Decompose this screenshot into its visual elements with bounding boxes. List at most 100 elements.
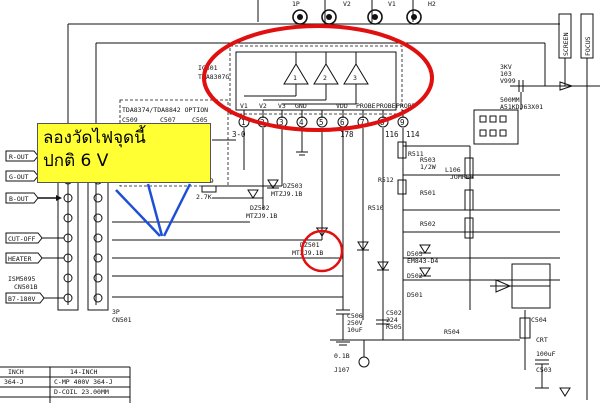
ic-pin-label-v3: V3: [278, 102, 286, 110]
top-jack-group: 1P V2 V1 H2: [257, 0, 436, 25]
pin-9: 9: [400, 118, 405, 127]
label-c504-cap: C503: [536, 366, 552, 374]
label-d501: D501: [407, 291, 423, 299]
ic-highlight-ellipse: [202, 24, 434, 132]
label-cn501b-pins: CN501B: [14, 283, 38, 291]
label-c502: C502: [386, 309, 402, 317]
option-box-title: TDA8374/TDA8842 OPTION: [122, 106, 208, 114]
callout-line-2: ปกติ 6 V: [43, 151, 109, 171]
option-cap-c509: C509: [122, 116, 138, 124]
label-c506-cap: 10uF: [347, 326, 363, 334]
label-d502: D502: [407, 272, 423, 280]
label-cn501b: ISM5095: [8, 275, 35, 283]
footer-inch: INCH: [8, 368, 24, 376]
label-dz502-part: MTZJ9.1B: [246, 212, 277, 220]
footer-14-inch: 14-INCH: [70, 368, 97, 376]
ic-pin-label-probe-1: PROBE: [356, 102, 376, 110]
pin-value-4: 114: [406, 130, 420, 139]
ic-pin-row: 1 2 3 4 5 6 7 8 9 3-0 178 116 114: [232, 116, 420, 139]
dz501-highlight-circle: [300, 229, 344, 273]
tag-b-out: B-OUT: [9, 195, 29, 203]
ic-pin-label-v2: V2: [259, 102, 267, 110]
label-r511: R511: [408, 150, 424, 158]
amp-number-3: 3: [353, 74, 357, 82]
label-c502-cap: R505: [386, 323, 402, 331]
callout-line-1: ลองวัดไฟจุดนี้: [43, 128, 146, 148]
callout-note: ลองวัดไฟจุดนี้ ปกติ 6 V: [37, 123, 211, 183]
pin-4: 4: [299, 118, 304, 127]
amp-number-1: 1: [293, 74, 297, 82]
ic-pin-label-probe-2: PROBE: [376, 102, 396, 110]
ic-pin-label-probe-3: PROBE: [396, 102, 416, 110]
label-r503-w: 1/2W: [420, 163, 436, 171]
pin-1: 1: [241, 118, 246, 127]
label-c506-v: 250V: [347, 319, 363, 327]
label-c502-v: 224: [386, 316, 398, 324]
option-cap-c507: C507: [160, 116, 176, 124]
label-r501: R501: [420, 189, 436, 197]
tag-b7-180v: B7-180V: [8, 295, 35, 303]
label-c506: C506: [347, 312, 363, 320]
tag-g-out: G-OUT: [9, 173, 29, 181]
footer-table: INCH 14-INCH 364-J C-MP 400V 364-J D-COI…: [0, 366, 131, 403]
amp-number-2: 2: [323, 74, 327, 82]
label-r502: R502: [420, 220, 436, 228]
label-r509-val: 2.7K: [196, 193, 212, 201]
label-c504: 100uF: [536, 350, 556, 358]
footer-row-1: 364-J: [4, 378, 24, 386]
annotations: [115, 24, 434, 273]
label-r504: C504: [531, 316, 547, 324]
label-dz501-part: MTZJ9.1B: [292, 249, 323, 257]
label-r505: 0.1B: [334, 352, 350, 360]
label-d503: D503: [407, 250, 423, 258]
pin-value-1: 3-0: [232, 130, 246, 139]
label-cn501: 3P: [112, 308, 120, 316]
label-v999: 500MM: [500, 96, 520, 104]
pointer-arrow: [146, 183, 164, 237]
ic-pin-label-gnd: GND: [295, 102, 307, 110]
ic-part: TDA8307G: [198, 73, 229, 81]
option-box: TDA8374/TDA8842 OPTION C509 C507 C505: [122, 106, 208, 124]
pin-5: 5: [319, 118, 324, 127]
ic-pin-label-v1: V1: [240, 102, 248, 110]
label-dz503-part: MTZJ9.1B: [271, 190, 302, 198]
wiring: [67, 23, 600, 397]
tag-heater: HEATER: [8, 255, 32, 263]
pin-value-2: 178: [340, 130, 354, 139]
footer-row-3: D-COIL 23.00MM: [54, 388, 109, 396]
jack-label-v2: V2: [343, 0, 351, 8]
label-r512: R512: [378, 176, 394, 184]
label-r510: R510: [368, 204, 384, 212]
label-ism5095: A51KDJ63X01: [500, 103, 543, 111]
pin-3: 3: [279, 118, 284, 127]
ic-amplifiers: 1 2 3 IC501 TDA8307G V1 V2 V3 GND VDD PR…: [198, 52, 416, 110]
option-cap-c505: C505: [192, 116, 208, 124]
label-j107: R504: [444, 328, 460, 336]
label-l106: L106: [445, 166, 461, 174]
tag-r-out: R-OUT: [9, 153, 29, 161]
label-c503: 3KV: [500, 63, 512, 71]
pointer-arrow-3: [162, 183, 192, 237]
label-r503: R503: [420, 156, 436, 164]
jack-label-1p: 1P: [292, 0, 300, 8]
pin-7: 7: [360, 118, 365, 127]
jack-label-v1: V1: [388, 0, 396, 8]
label-dz501: DZ501: [300, 241, 320, 249]
label-r505-val: J107: [334, 366, 350, 374]
label-c503-v: 103: [500, 70, 512, 78]
focus-tag: FOCUS: [584, 36, 592, 56]
pointer-arrow-2: [115, 189, 161, 237]
footer-row-2: C-MP 400V 364-J: [54, 378, 113, 386]
label-cn501-len: CN501: [112, 316, 132, 324]
pin-6: 6: [340, 118, 345, 127]
label-dz503: DZ503: [283, 182, 303, 190]
label-d503-part: EM843-D4: [407, 257, 438, 265]
tag-cut-off: CUT-OFF: [8, 235, 35, 243]
label-dz502: DZ502: [250, 204, 270, 212]
label-c503-cap: V999: [500, 77, 516, 85]
label-l106-jumper: JUMPER: [450, 173, 474, 181]
screen-tag: SCREEN: [562, 32, 570, 56]
ic-pin-label-vdd: VDD: [336, 102, 348, 110]
jack-label-h2: H2: [428, 0, 436, 8]
screen-focus-tags: SCREEN FOCUS: [558, 13, 594, 400]
